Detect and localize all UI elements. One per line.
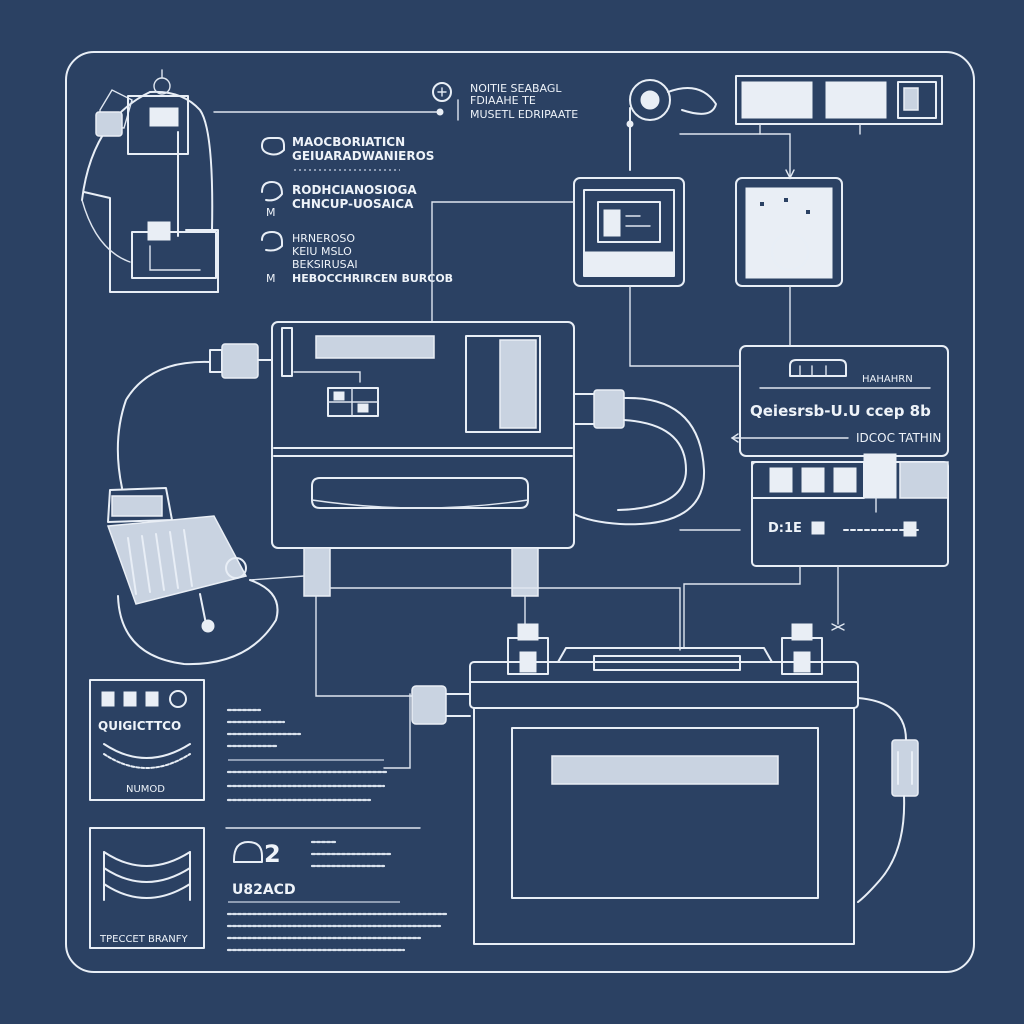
big-number-icon — [233, 841, 263, 863]
legend-3-line-1: HRNEROSO — [292, 232, 355, 245]
module-title: Qeiesrsb-U.U ccep 8b — [750, 402, 931, 420]
module-subtitle: IDCOC TATHIN — [856, 431, 941, 445]
module-code: D:1E — [768, 521, 802, 536]
charger-unit — [271, 321, 575, 597]
legend-2-line-1: RODHCIANOSIOGA — [292, 183, 417, 197]
svg-text:M: M — [266, 272, 276, 285]
warranty-card: TPECCET BRANFY — [89, 827, 205, 949]
legend-list: MAOCBORIATICN GEIUARADWANIEROS M RODHCIA… — [261, 135, 453, 285]
top-note-line-1: NOITIE SEABAGL — [470, 82, 562, 95]
legend-1-line-1: MAOCBORIATICN — [292, 135, 405, 149]
top-gauge — [626, 79, 717, 171]
battery-terminal-negative-icon — [781, 623, 823, 675]
top-note: NOITIE SEABAGL FDIAAHE TE MUSETL EDRIPAA… — [432, 82, 578, 121]
fuse-block — [735, 75, 943, 135]
top-note-line-3: MUSETL EDRIPAATE — [470, 108, 578, 121]
relay-panel-icon — [573, 177, 685, 287]
big-number: 2 — [264, 840, 281, 868]
controller-module: HAHAHRN Qeiesrsb-U.U ccep 8b IDCOC TATHI… — [730, 345, 949, 457]
module-code-small: HAHAHRN — [862, 374, 913, 385]
legend-1-line-2: GEIUARADWANIEROS — [292, 149, 434, 163]
top-note-line-2: FDIAAHE TE — [470, 94, 536, 107]
charger-output-cable — [573, 389, 706, 526]
connector-sub: NUMOD — [126, 784, 165, 795]
part-code: U82ACD — [232, 882, 296, 898]
connector-card: QUIGICTTCO NUMOD — [89, 679, 205, 801]
battery-body — [473, 707, 855, 945]
spec-text-lower: 2 U82ACD — [225, 827, 450, 952]
battery-right-cable — [857, 697, 919, 903]
alternator — [106, 487, 305, 666]
legend-1-icon — [261, 137, 285, 156]
legend-2-line-2: CHNCUP-UOSAICA — [292, 197, 414, 211]
fuse-block-icon — [735, 75, 943, 125]
warranty-label: TPECCET BRANFY — [99, 934, 189, 945]
charger-input-plug — [116, 343, 273, 489]
top-note-icon — [432, 82, 452, 102]
alternator-icon — [106, 515, 248, 605]
legend-3-line-2: KEIU MSLO — [292, 245, 352, 258]
legend-3-line-4: HEBOCCHRIRCEN BURCOB — [292, 272, 453, 285]
charger-front-panel-icon — [315, 335, 435, 359]
controller-module-box — [739, 345, 949, 457]
legend-2-icon — [261, 181, 283, 202]
outer-frame — [65, 51, 975, 973]
battery-terminal-positive-icon — [507, 623, 549, 675]
battery-label-bar — [551, 755, 779, 785]
clamp-icon — [411, 685, 447, 725]
legend-3-icon — [261, 231, 283, 252]
module-icon — [789, 359, 847, 377]
legend-3-line-3: BEKSIRUSAI — [292, 258, 358, 271]
battery — [411, 623, 859, 945]
display-panel-icon — [735, 177, 843, 287]
terminal-block: D:1E — [751, 453, 949, 567]
top-gauge-icon — [629, 79, 671, 121]
connector-tag: QUIGICTTCO — [98, 719, 181, 733]
display-panel — [735, 177, 843, 287]
sensor-assembly — [81, 69, 219, 293]
spec-text-upper — [226, 693, 411, 802]
charger-body — [271, 321, 575, 549]
svg-text:M: M — [266, 206, 276, 219]
relay-panel — [573, 177, 685, 287]
wire-harness-icon — [103, 743, 191, 759]
